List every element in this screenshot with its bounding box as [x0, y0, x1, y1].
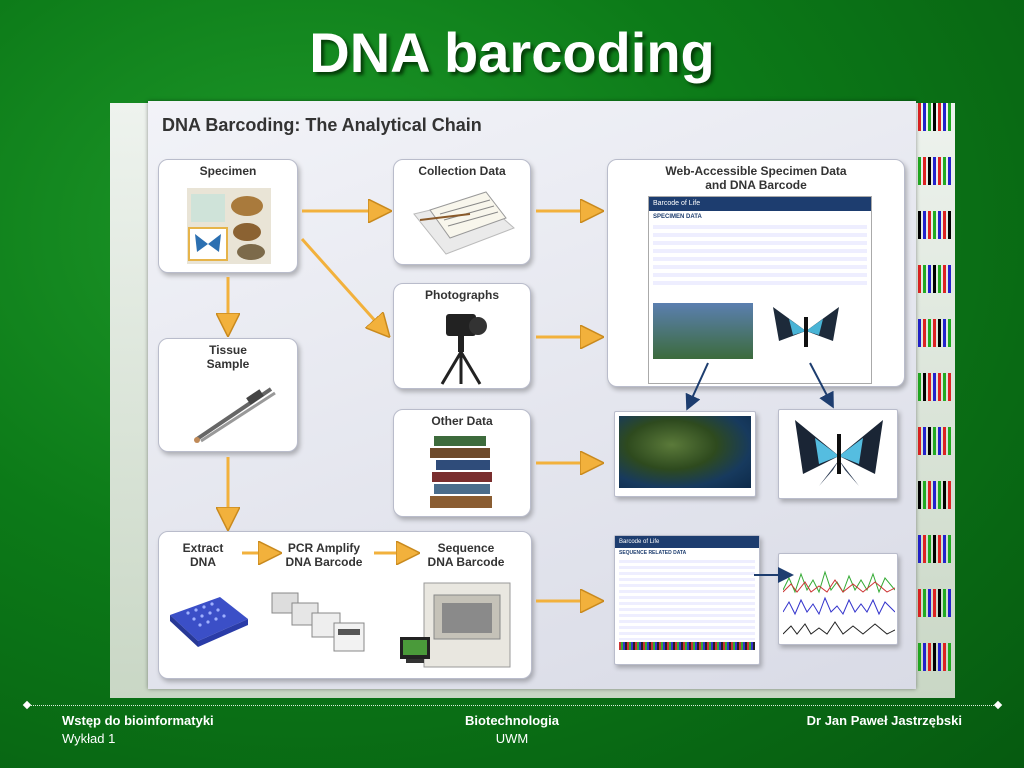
- extract-dna-label-line2: DNA: [190, 555, 216, 569]
- thermal-cyclers-image: [271, 592, 365, 652]
- butterfly-photo-thumbnail: [773, 307, 839, 347]
- footer-divider-left-dot: [22, 700, 32, 710]
- sequence-webpage-header: Barcode of Life: [615, 536, 759, 548]
- analytical-chain-diagram: DNA Barcoding: The Analytical Chain Spec…: [148, 101, 916, 689]
- web-accessible-label-line1: Web-Accessible Specimen Data: [665, 164, 847, 178]
- tweezers-image: [194, 387, 276, 443]
- sequence-webpage-section: SEQUENCE RELATED DATA: [619, 550, 687, 556]
- tissue-sample-label-line1: Tissue: [209, 343, 247, 357]
- sequence-label: Sequence DNA Barcode: [416, 541, 516, 569]
- footer-divider: [28, 705, 998, 706]
- footer-lecture: Wykład 1: [62, 731, 116, 746]
- webpage-data-table: [653, 225, 867, 285]
- photographs-box: Photographs: [393, 283, 531, 389]
- book-stack-image: [430, 436, 492, 508]
- footer-university: UWM: [495, 731, 529, 746]
- field-notebook-image: [413, 191, 515, 255]
- chromatogram-box: [778, 553, 898, 645]
- web-accessible-data-box: Web-Accessible Specimen Data and DNA Bar…: [607, 159, 905, 387]
- sequence-data-table: [619, 560, 755, 640]
- sequence-label-line1: Sequence: [437, 541, 495, 555]
- extract-dna-label: Extract DNA: [168, 541, 238, 569]
- arrow-specimen-to-photographs: [300, 238, 386, 333]
- other-data-box: Other Data: [393, 409, 531, 517]
- dna-sequencer-image: [400, 582, 511, 668]
- footer-author: Dr Jan Paweł Jastrzębski: [806, 713, 962, 728]
- extract-dna-label-line1: Extract: [182, 541, 224, 555]
- satellite-map-image: [619, 416, 751, 488]
- specimen-label: Specimen: [199, 164, 257, 178]
- well-plate-image: [170, 597, 248, 647]
- world-map-thumbnail: [653, 303, 753, 359]
- map-view-box: [614, 411, 756, 497]
- tissue-sample-label-line2: Sample: [206, 357, 250, 371]
- web-accessible-label: Web-Accessible Specimen Data and DNA Bar…: [608, 164, 904, 192]
- camera-tripod-image: [440, 314, 487, 385]
- butterfly-specimens-image: [187, 188, 271, 264]
- specimen-data-webpage: Barcode of Life SPECIMEN DATA: [648, 196, 872, 384]
- web-accessible-label-line2: and DNA Barcode: [705, 178, 807, 192]
- tissue-sample-label: Tissue Sample: [159, 343, 297, 371]
- sequence-bases: [619, 642, 755, 650]
- barcode-strip-right: [918, 103, 958, 683]
- pcr-amplify-label: PCR Amplify DNA Barcode: [276, 541, 372, 569]
- tissue-sample-box: Tissue Sample: [158, 338, 298, 452]
- other-data-label: Other Data: [431, 414, 493, 428]
- photographs-label: Photographs: [425, 288, 499, 302]
- pcr-amplify-label-line1: PCR Amplify: [287, 541, 361, 555]
- slide-title: DNA barcoding: [309, 21, 715, 84]
- collection-data-label: Collection Data: [418, 164, 506, 178]
- diagram-title: DNA Barcoding: The Analytical Chain: [162, 115, 482, 135]
- pcr-amplify-label-line2: DNA Barcode: [285, 555, 363, 569]
- webpage-section-title: SPECIMEN DATA: [653, 214, 702, 220]
- collection-data-box: Collection Data: [393, 159, 531, 265]
- footer-course: Wstęp do bioinformatyki: [62, 713, 214, 728]
- footer-divider-right-dot: [993, 700, 1003, 710]
- sequence-data-webpage: Barcode of Life SEQUENCE RELATED DATA: [614, 535, 760, 665]
- footer-program: Biotechnologia: [465, 713, 559, 728]
- sequence-label-line2: DNA Barcode: [427, 555, 505, 569]
- butterfly-photo-box: [778, 409, 898, 499]
- specimen-box: Specimen: [158, 159, 298, 273]
- webpage-header: Barcode of Life: [649, 197, 871, 211]
- chromatogram-image: [783, 570, 895, 635]
- butterfly-photo-image: [795, 420, 883, 486]
